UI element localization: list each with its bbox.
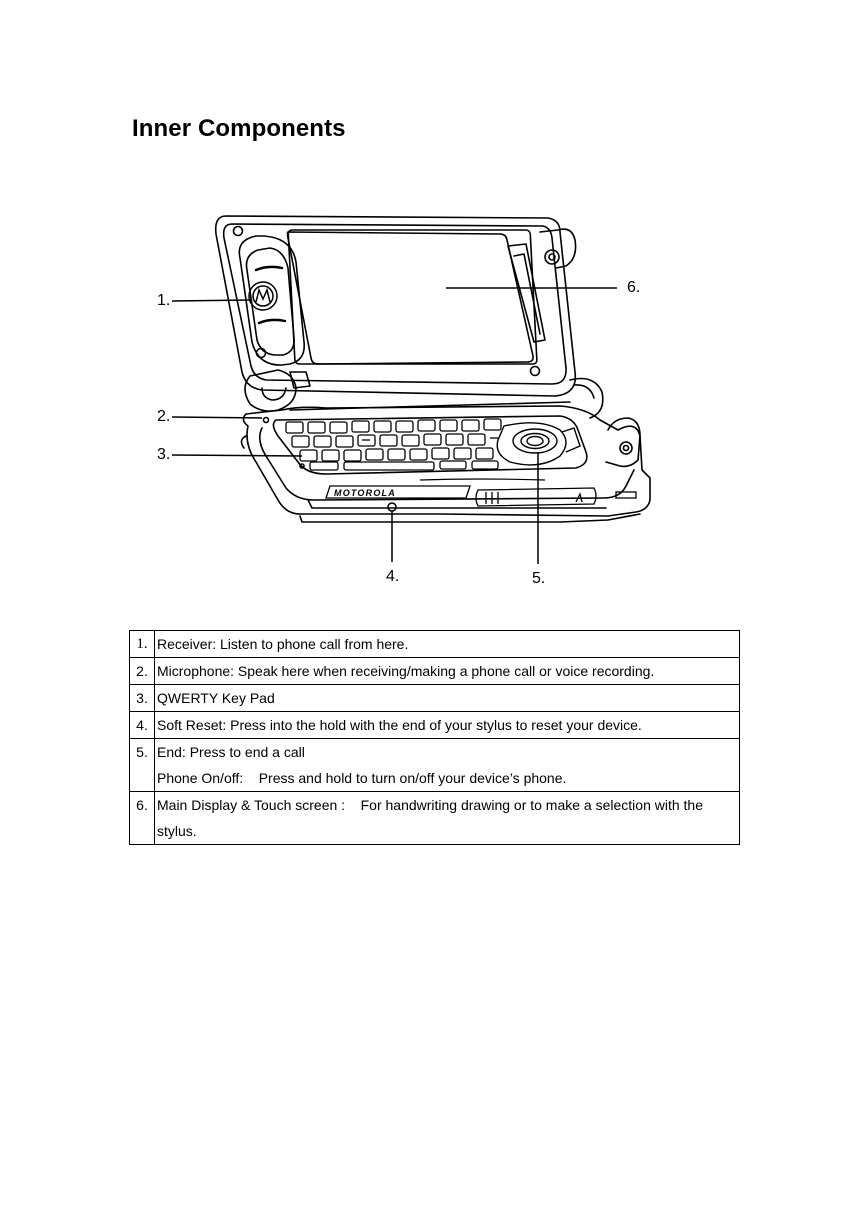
navigation-pad-icon <box>496 422 581 466</box>
description-line: Soft Reset: Press into the hold with the… <box>157 717 642 733</box>
brand-label: MOTOROLA <box>334 488 396 498</box>
description-line: Phone On/off: Press and hold to turn on/… <box>157 770 567 786</box>
component-number: 1. <box>129 630 155 658</box>
component-number: 2. <box>129 657 155 685</box>
callout-3: 3. <box>157 446 171 463</box>
callout-2: 2. <box>157 408 171 425</box>
motorola-logo-icon <box>248 281 278 311</box>
table-row: 5. End: Press to end a call Phone On/off… <box>129 738 740 792</box>
component-number: 6. <box>129 791 155 845</box>
table-row: 6. Main Display & Touch screen : For han… <box>129 791 740 845</box>
description-line: End: Press to end a call <box>157 744 305 760</box>
table-row: 3. QWERTY Key Pad <box>129 684 740 712</box>
description-line: Microphone: Speak here when receiving/ma… <box>157 663 655 679</box>
components-table: 1. Receiver: Listen to phone call from h… <box>129 630 740 845</box>
component-description: Microphone: Speak here when receiving/ma… <box>154 657 740 685</box>
component-description: Receiver: Listen to phone call from here… <box>154 630 740 658</box>
component-number: 4. <box>129 711 155 739</box>
description-line: stylus. <box>157 823 197 839</box>
table-row: 2. Microphone: Speak here when receiving… <box>129 657 740 685</box>
component-description: QWERTY Key Pad <box>154 684 740 712</box>
callout-6: 6. <box>627 279 641 296</box>
description-line: Main Display & Touch screen : For handwr… <box>157 797 703 813</box>
component-description: Soft Reset: Press into the hold with the… <box>154 711 740 739</box>
soft-reset-hole <box>387 502 397 512</box>
description-line: Receiver: Listen to phone call from here… <box>157 636 409 652</box>
brand-plate: MOTOROLA <box>325 478 546 499</box>
description-line: QWERTY Key Pad <box>157 690 275 706</box>
component-description: End: Press to end a call Phone On/off: P… <box>154 738 740 792</box>
component-number: 3. <box>129 684 155 712</box>
keypad-keys <box>285 418 502 471</box>
page-title: Inner Components <box>132 115 346 142</box>
component-number: 5. <box>129 738 155 792</box>
stylus-icon <box>475 487 637 507</box>
component-description: Main Display & Touch screen : For handwr… <box>154 791 740 845</box>
phone-illustration: MOTOROLA <box>171 215 651 564</box>
table-row: 4. Soft Reset: Press into the hold with … <box>129 711 740 739</box>
callout-4: 4. <box>386 568 400 585</box>
callout-5: 5. <box>532 570 546 587</box>
lid-outer <box>214 215 577 397</box>
callout-1: 1. <box>157 292 171 309</box>
table-row: 1. Receiver: Listen to phone call from h… <box>129 630 740 658</box>
base-outer <box>242 405 651 517</box>
